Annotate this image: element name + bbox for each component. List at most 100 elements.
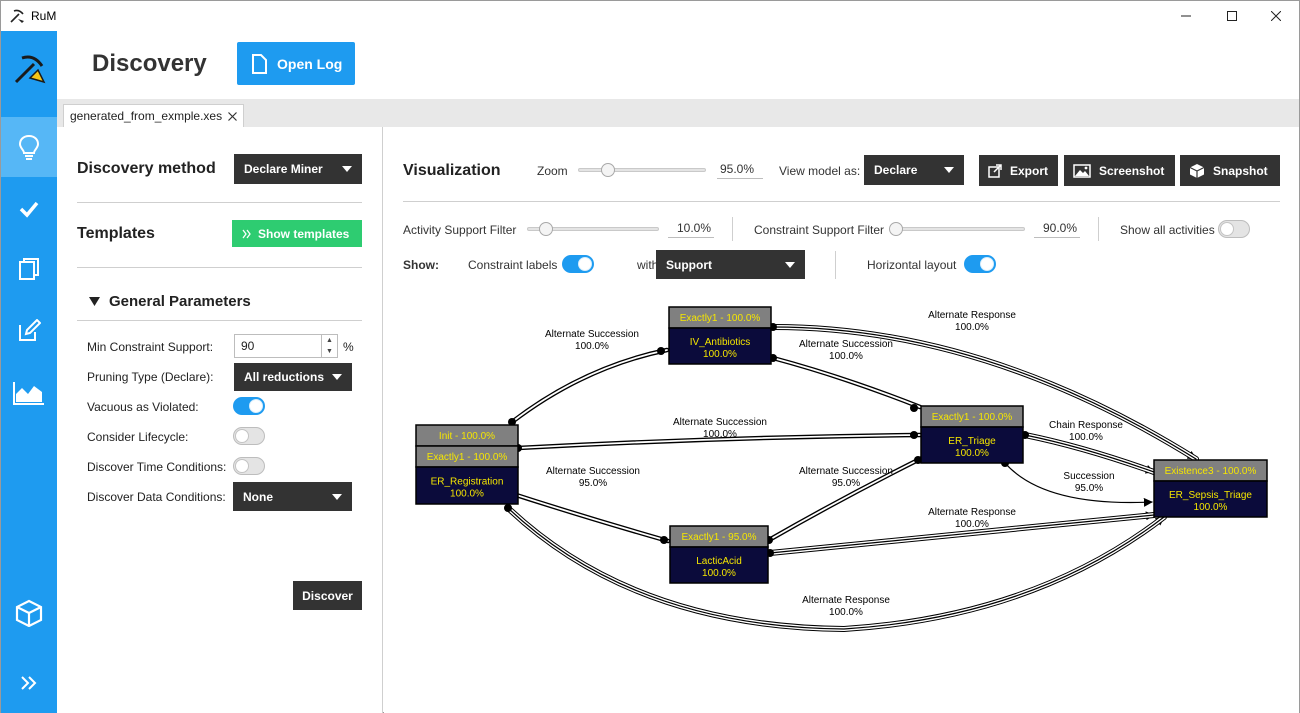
slider-thumb[interactable] [889,222,903,236]
edit-icon [19,319,41,341]
sidebar-item-statistics[interactable] [1,363,57,423]
zoom-slider[interactable] [578,163,706,177]
activity-node-reg[interactable]: Init - 100.0%Exactly1 - 100.0%ER_Registr… [415,424,519,505]
min-support-stepper[interactable]: 90 ▲ ▼ [234,334,338,358]
pruning-dropdown[interactable]: All reductions [234,363,352,391]
tab-close-icon[interactable] [228,111,238,121]
sidebar-logo[interactable] [1,39,57,99]
edge-line-inner [768,457,923,541]
show-all-toggle[interactable] [1218,220,1250,238]
constraint-labels-toggle[interactable] [562,255,594,273]
slider-track [527,227,659,231]
sidebar-item-editor[interactable] [1,301,57,361]
edge-label-name: Alternate Succession [673,417,767,428]
view-as-dropdown[interactable]: Declare [864,155,964,185]
caret-down-icon [332,374,342,380]
slider-thumb[interactable] [538,222,553,236]
activity-support: 100.0% [955,448,989,459]
discovery-method-value: Declare Miner [244,162,323,176]
maximize-button[interactable] [1209,1,1255,31]
increment-icon[interactable]: ▲ [326,337,333,344]
constraint-filter-value[interactable]: 90.0% [1034,220,1080,238]
edge-label-name: Alternate Succession [546,466,640,477]
lifecycle-toggle[interactable] [233,427,265,445]
tab-strip: generated_from_exmple.xes [57,99,1299,127]
activity-support: 100.0% [1194,502,1228,513]
edge-end-dot [657,347,665,355]
constraint-labels-label: Constraint labels [468,258,558,272]
stepper-buttons[interactable]: ▲ ▼ [321,335,337,357]
edge-line-outer [509,347,670,425]
min-support-value: 90 [241,339,255,353]
lifecycle-label: Consider Lifecycle: [87,430,189,444]
check-icon [19,201,39,218]
time-conditions-label: Discover Time Conditions: [87,460,227,474]
sidebar-expand-button[interactable] [1,653,57,713]
show-templates-button[interactable]: Show templates [232,220,362,247]
minimize-button[interactable] [1163,1,1209,31]
constraint-filter-slider[interactable] [889,222,1025,236]
vacuous-toggle[interactable] [233,397,265,415]
constraint-card-label: Exactly1 - 95.0% [681,532,756,543]
sidebar-item-package[interactable] [1,583,57,643]
edge-line-inner [506,491,669,542]
edge-end-dot [910,431,918,439]
decrement-icon[interactable]: ▼ [326,348,333,355]
label-type-dropdown[interactable]: Support [656,250,805,279]
discovery-method-dropdown[interactable]: Declare Miner [234,154,362,184]
sidebar-item-discovery[interactable] [1,117,57,177]
edge-label-value: 100.0% [829,607,863,618]
caret-down-icon [342,166,352,172]
open-log-button[interactable]: Open Log [237,42,355,85]
screenshot-button[interactable]: Screenshot [1064,155,1175,186]
toggle-knob [1220,222,1234,236]
tab-log-file[interactable]: generated_from_exmple.xes [63,104,245,127]
cube-icon [15,599,43,627]
double-chevron-right-icon [242,229,251,238]
sidebar [1,31,57,713]
snapshot-button[interactable]: Snapshot [1180,155,1280,186]
constraint-card-label: Exactly1 - 100.0% [680,313,761,324]
discover-button[interactable]: Discover [293,581,362,610]
zoom-value[interactable]: 95.0% [717,161,763,179]
general-params-label: General Parameters [109,293,251,310]
export-button[interactable]: Export [979,155,1058,186]
edge-label-name: Alternate Succession [799,339,893,350]
min-support-label: Min Constraint Support: [87,340,214,354]
edge-end-dot [910,404,918,412]
horizontal-layout-toggle[interactable] [964,255,996,273]
edge-start-dot [504,504,512,512]
toggle-knob [578,257,592,271]
constraint-card-label: Exactly1 - 100.0% [427,452,508,463]
activity-filter-value[interactable]: 10.0% [668,220,714,238]
slider-thumb[interactable] [600,163,615,177]
close-window-button[interactable] [1253,1,1299,31]
activity-node-sepsis[interactable]: Existence3 - 100.0%ER_Sepsis_Triage100.0… [1153,459,1268,518]
sidebar-item-models[interactable] [1,239,57,299]
edge-line-inner [772,357,921,408]
screenshot-label: Screenshot [1099,163,1165,178]
edge-label-value: 100.0% [829,351,863,362]
collapse-triangle-icon[interactable] [89,297,100,306]
view-as-value: Declare [874,163,918,177]
activity-filter-slider[interactable] [527,222,659,236]
vacuous-label: Vacuous as Violated: [87,400,199,414]
data-conditions-dropdown[interactable]: None [233,482,352,511]
maximize-icon [1227,11,1237,21]
time-conditions-toggle[interactable] [233,457,265,475]
constraint-card-label: Init - 100.0% [439,431,495,442]
sidebar-item-conformance[interactable] [1,179,57,239]
